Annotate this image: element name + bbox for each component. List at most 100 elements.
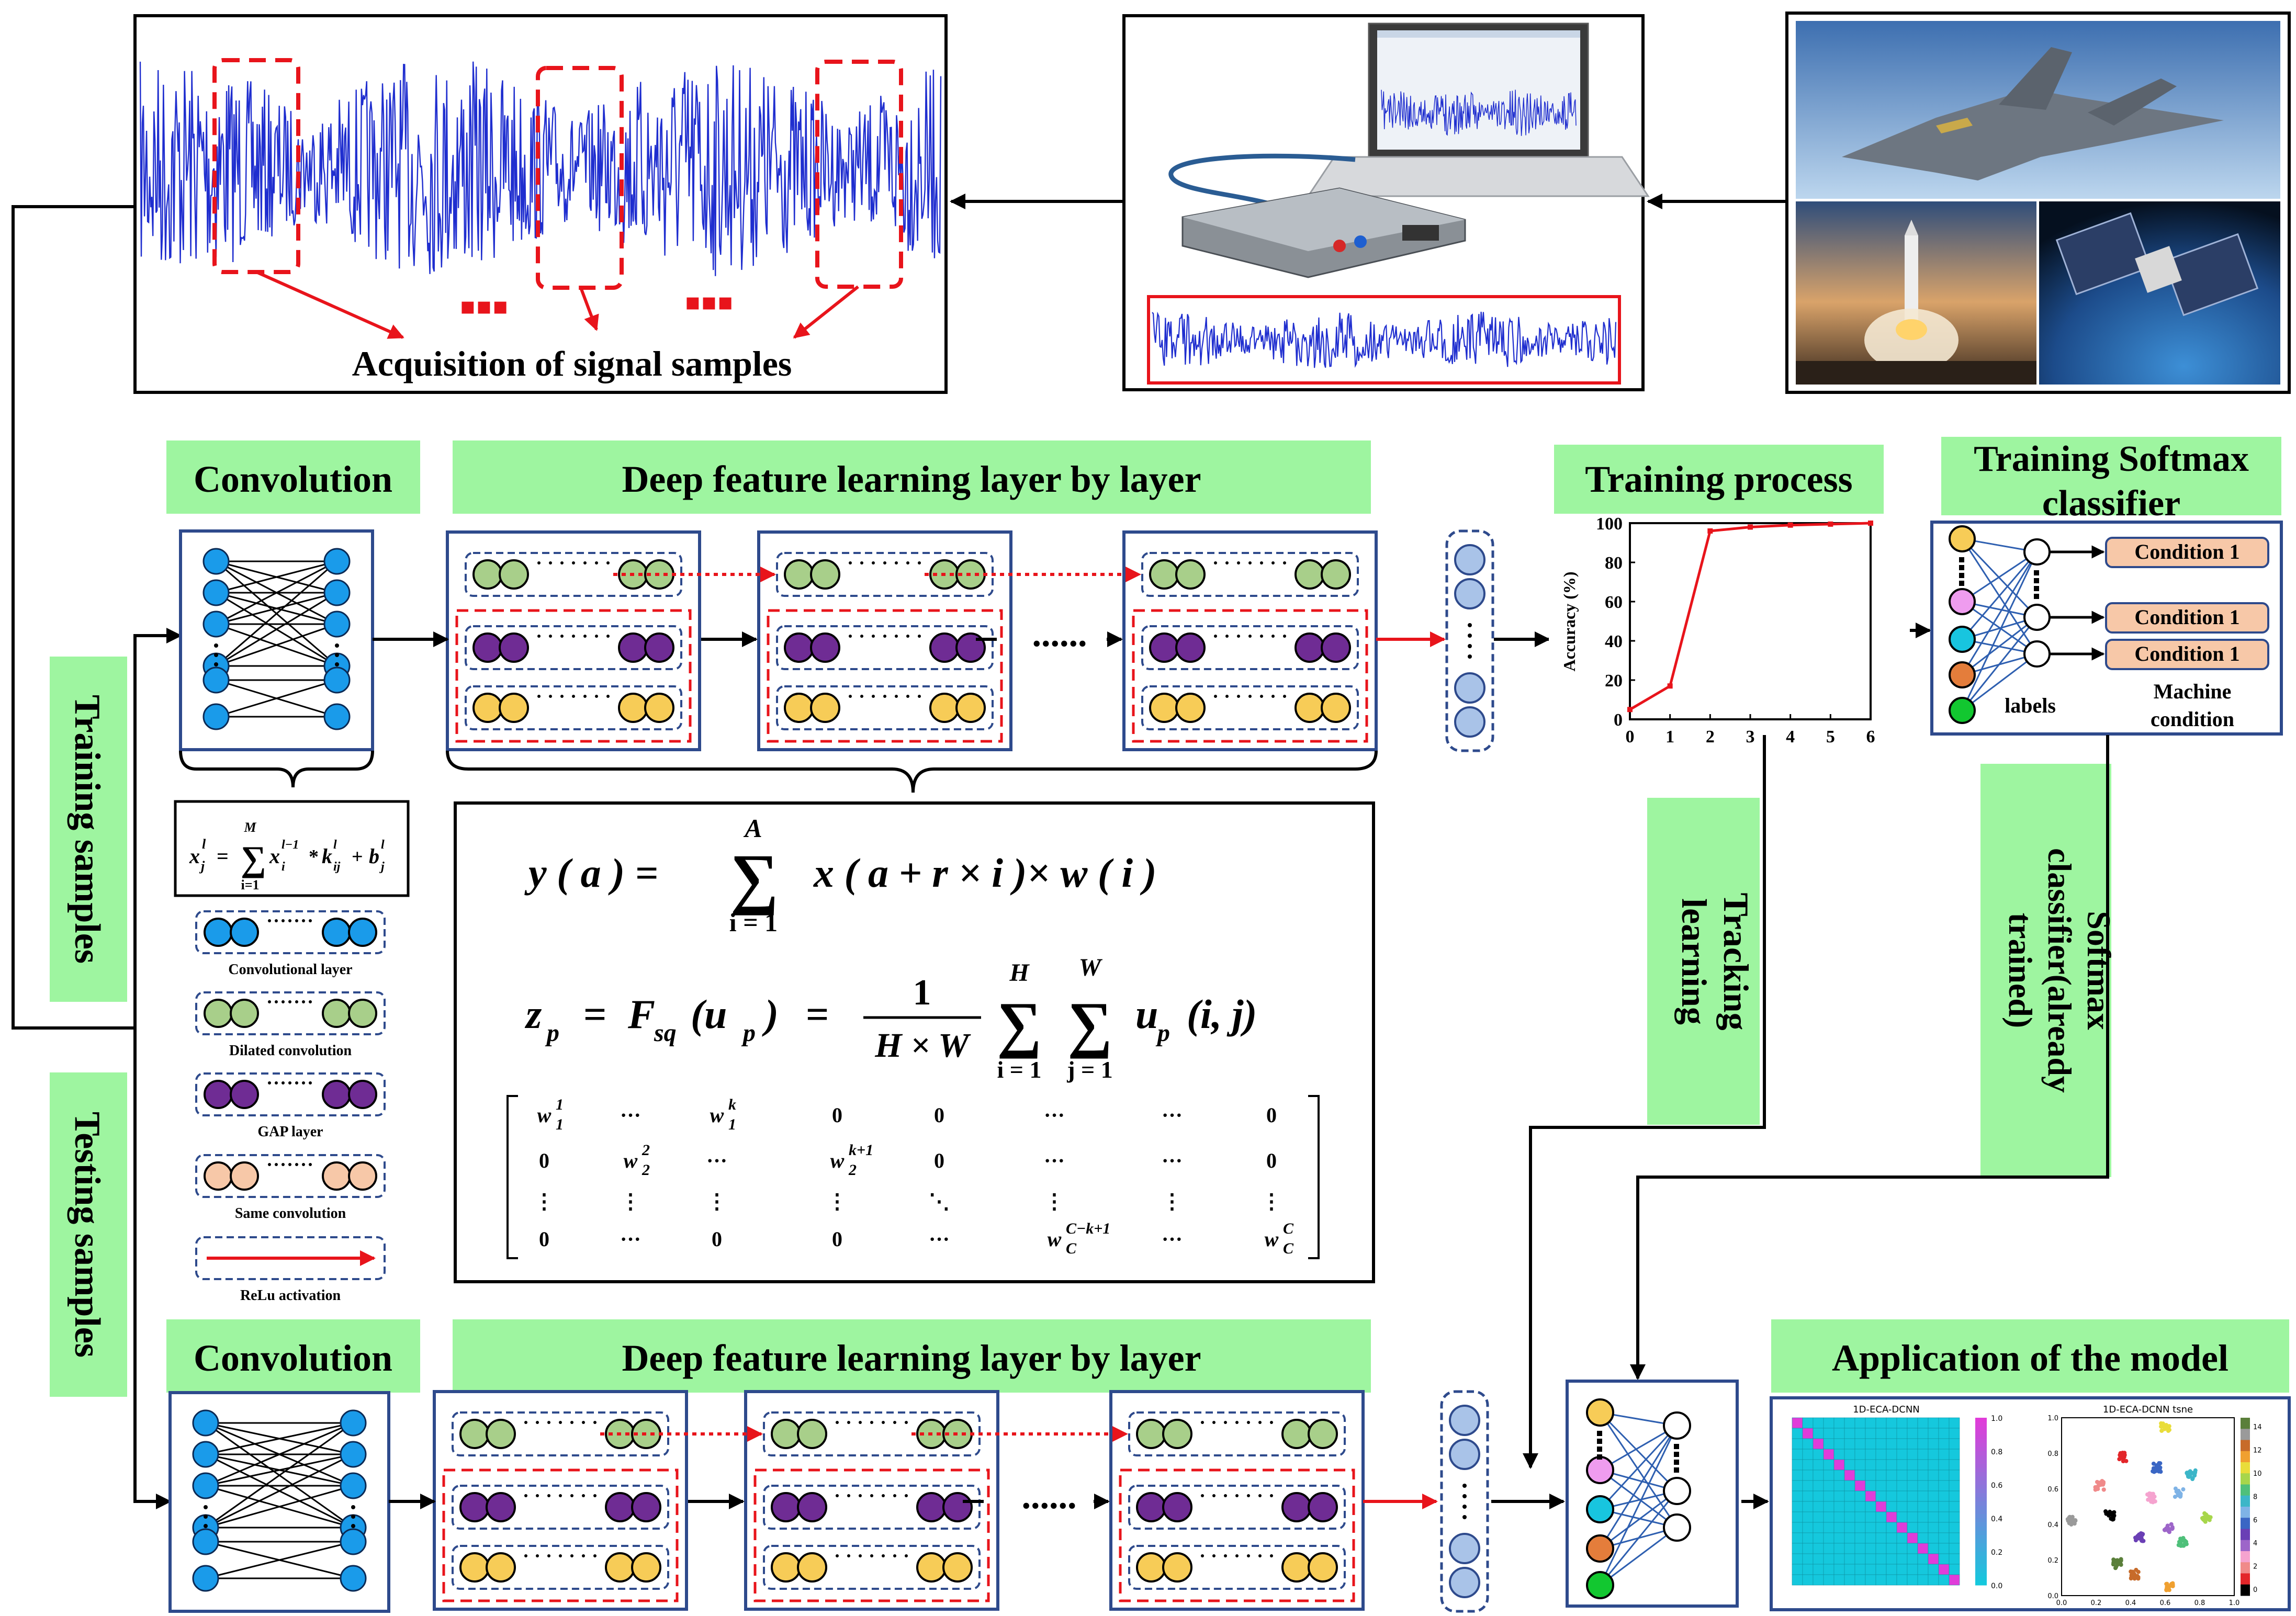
matrix-cell: ··· [706, 1149, 727, 1172]
confusion-cell [1875, 1532, 1887, 1544]
confusion-cell [1802, 1438, 1814, 1450]
confusion-cell [1854, 1522, 1866, 1533]
confusion-cell [1833, 1532, 1845, 1544]
tsne-y-tick: 0.8 [2047, 1450, 2058, 1458]
confusion-cell [1802, 1522, 1814, 1533]
svg-text:Convolution: Convolution [194, 458, 392, 500]
train-block-2-gap-layer-node [810, 632, 840, 663]
accuracy-point [1787, 522, 1793, 528]
vector-node [1449, 1439, 1480, 1470]
train-conv-node [323, 703, 351, 730]
test-block-3-same-conv-node [1308, 1552, 1338, 1583]
confusion-cell [1865, 1564, 1876, 1575]
svg-text:i = 1: i = 1 [729, 908, 778, 937]
matrix-bracket-right [1308, 1095, 1320, 1259]
matrix-cell: ⋮ [534, 1190, 555, 1213]
tsne-y-tick: 0.6 [2047, 1486, 2058, 1494]
matrix-cell: ··· [620, 1227, 641, 1251]
confusion-cell [1865, 1511, 1876, 1523]
svg-text:Softmax: Softmax [2080, 911, 2118, 1030]
confusion-cell [1896, 1449, 1908, 1460]
matrix-cell: ··· [1044, 1103, 1065, 1127]
svg-text:y ( a ) =: y ( a ) = [524, 850, 658, 896]
svg-text:Application of the model: Application of the model [1832, 1337, 2229, 1379]
confusion-cell [1802, 1470, 1814, 1481]
confusion-cell [1896, 1480, 1908, 1491]
confusion-cell [1896, 1417, 1908, 1429]
tracking-connector [1523, 735, 1766, 1469]
test-conv-node [340, 1528, 367, 1555]
confusion-cell [1928, 1449, 1939, 1460]
tsne-x-tick: 0.6 [2160, 1599, 2171, 1607]
confusion-cell [1949, 1553, 1960, 1565]
confusion-cell [1886, 1522, 1897, 1533]
confusion-cell [1875, 1501, 1887, 1512]
confusion-cell [1813, 1438, 1824, 1450]
tsne-point [2161, 1423, 2166, 1428]
matrix-cell-sub: 2 [641, 1161, 650, 1179]
input-node [1949, 697, 1976, 724]
confusion-cell [1833, 1459, 1845, 1471]
tsne-y-tick: 0.2 [2047, 1557, 2058, 1565]
confusion-cell [1938, 1522, 1950, 1533]
svg-text:Training samples: Training samples [67, 695, 107, 964]
train-block-3-dilated-conv-node [1149, 559, 1179, 590]
tsne-point [2107, 1513, 2111, 1518]
svg-text:i=1: i=1 [241, 877, 259, 892]
svg-text:Deep feature learning layer by: Deep feature learning layer by layer [622, 1337, 1201, 1379]
confusion-cell [1949, 1522, 1960, 1533]
condition-label: Condition 1 [2134, 540, 2239, 563]
confusion-cell [1833, 1449, 1845, 1460]
svg-text:Deep feature learning layer by: Deep feature learning layer by layer [622, 458, 1201, 500]
machine-condition-label: Machine [2154, 680, 2232, 703]
confusion-cell [1844, 1428, 1855, 1439]
confusion-cell [1917, 1438, 1929, 1450]
train-block-1-same-conv-node [618, 693, 648, 723]
x-tick-label: 3 [1746, 727, 1755, 747]
output-node [2023, 640, 2051, 668]
confusion-cell [1854, 1459, 1866, 1471]
train-block-3-same-conv-node [1295, 693, 1325, 723]
confusion-cell [1907, 1417, 1918, 1429]
confusion-cell [1907, 1522, 1918, 1533]
test-block-1-same-conv-node [459, 1552, 490, 1583]
train-block-2-dilated-conv-node [784, 559, 814, 590]
confusion-cell [1886, 1574, 1897, 1586]
labels-text: labels [2005, 694, 2056, 717]
tsne-point [2119, 1558, 2123, 1563]
confusion-cell [1792, 1501, 1803, 1512]
confusion-cell [1823, 1501, 1834, 1512]
svg-text:j: j [379, 860, 385, 874]
satellite-photo [2039, 201, 2280, 385]
confusion-cell [1813, 1543, 1824, 1554]
train-block-3-dilated-conv-node [1321, 559, 1351, 590]
confusion-cell [1792, 1553, 1803, 1565]
tsne-colorbar-tick: 14 [2253, 1423, 2262, 1431]
confusion-cell [1823, 1574, 1834, 1586]
confusion-cell [1792, 1490, 1803, 1502]
application-photos-panel [1785, 12, 2291, 394]
matrix-cell-sup: C−k+1 [1066, 1220, 1110, 1237]
confusion-cell [1886, 1438, 1897, 1450]
tsne-colorbar-tick: 10 [2253, 1470, 2262, 1478]
confusion-cell [1802, 1564, 1814, 1575]
confusion-cell [1802, 1480, 1814, 1491]
confusion-cell [1928, 1480, 1939, 1491]
tsne-point [2176, 1493, 2181, 1497]
confusion-cell [1844, 1574, 1855, 1586]
y-tick-label: 60 [1605, 593, 1623, 612]
confusion-cell [1823, 1459, 1834, 1471]
confusion-cell [1938, 1574, 1950, 1586]
confusion-cell [1938, 1543, 1950, 1554]
tsne-point [2159, 1428, 2164, 1433]
tsne-x-tick: 0.4 [2125, 1599, 2136, 1607]
train-block-1-gap-layer-node [618, 632, 648, 663]
confusion-cell [1823, 1428, 1834, 1439]
tsne-point [2151, 1469, 2155, 1474]
tsne-point [2174, 1489, 2179, 1494]
confusion-cell [1844, 1449, 1855, 1460]
tsne-point [2170, 1525, 2175, 1530]
ellipsis-mark-2: ▪▪▪ [684, 287, 734, 315]
laptop-icon [1307, 22, 1650, 197]
confusion-cell [1833, 1522, 1845, 1533]
